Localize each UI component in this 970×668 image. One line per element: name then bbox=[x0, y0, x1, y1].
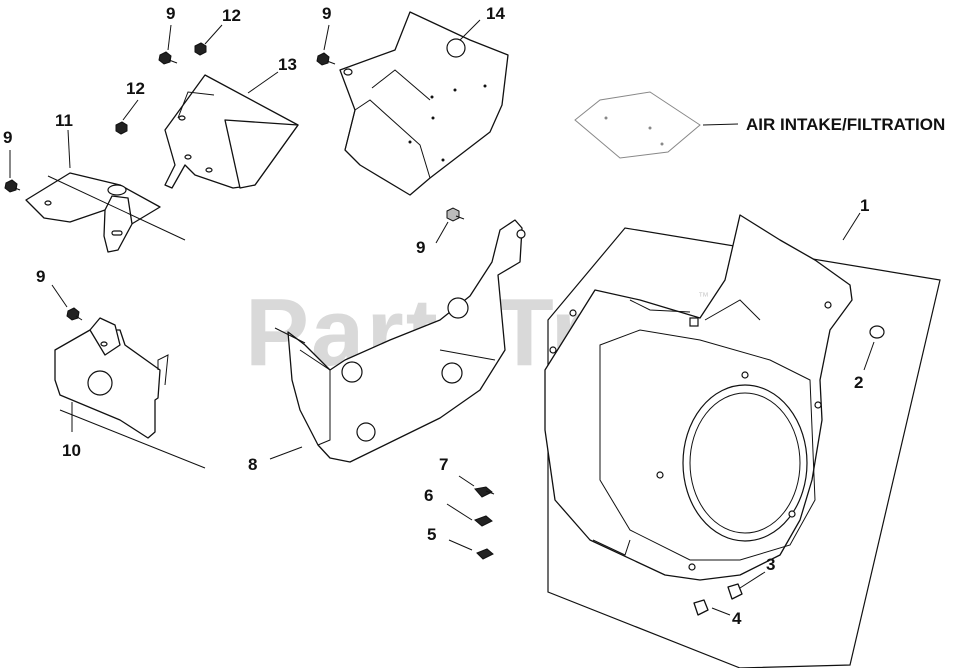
callout-7: 7 bbox=[439, 455, 448, 474]
part-9-screw-top-left[interactable] bbox=[4, 179, 21, 193]
part-1-blower-housing[interactable] bbox=[544, 214, 941, 668]
callout-9c: 9 bbox=[322, 4, 331, 23]
part-13-shield[interactable] bbox=[164, 74, 299, 189]
part-14-shield[interactable] bbox=[339, 11, 509, 196]
leader-lines bbox=[9, 19, 875, 616]
callout-12a: 12 bbox=[222, 6, 241, 25]
part-3-clip[interactable] bbox=[727, 583, 743, 600]
part-5-bolt[interactable] bbox=[476, 548, 494, 560]
callout-2: 2 bbox=[854, 373, 863, 392]
part-2-plug[interactable] bbox=[869, 325, 885, 339]
callout-1: 1 bbox=[860, 196, 869, 215]
callout-6: 6 bbox=[424, 486, 433, 505]
part-4-clip[interactable] bbox=[693, 599, 709, 616]
callout-3: 3 bbox=[766, 555, 775, 574]
part-11-bracket[interactable] bbox=[25, 172, 186, 253]
callout-9b: 9 bbox=[166, 4, 175, 23]
callout-8: 8 bbox=[248, 455, 257, 474]
part-10-bracket[interactable] bbox=[54, 317, 206, 469]
part-12-screw-left[interactable] bbox=[115, 121, 128, 135]
part-12-screw-top[interactable] bbox=[194, 42, 207, 56]
callout-5: 5 bbox=[427, 525, 436, 544]
callout-10: 10 bbox=[62, 441, 81, 460]
air-intake-label[interactable]: AIR INTAKE/FILTRATION bbox=[746, 115, 945, 134]
part-9-screw-near-8[interactable] bbox=[446, 207, 465, 222]
callout-12b: 12 bbox=[126, 79, 145, 98]
callout-9e: 9 bbox=[36, 267, 45, 286]
callout-13: 13 bbox=[278, 55, 297, 74]
part-8-lower-shroud[interactable] bbox=[274, 219, 526, 463]
callout-9d: 9 bbox=[416, 238, 425, 257]
part-6-bolt[interactable] bbox=[474, 515, 493, 527]
part-9-screw-near-14[interactable] bbox=[316, 52, 336, 66]
watermark-trademark: ™ bbox=[698, 291, 709, 303]
callout-11: 11 bbox=[55, 111, 73, 130]
air-intake-outline bbox=[574, 91, 701, 159]
callout-14: 14 bbox=[486, 4, 505, 23]
part-9-screw-near-10[interactable] bbox=[66, 307, 83, 321]
part-9-screw-near-13[interactable] bbox=[158, 51, 178, 65]
callout-9a: 9 bbox=[3, 128, 12, 147]
callout-4: 4 bbox=[732, 609, 742, 628]
part-7-bolt[interactable] bbox=[474, 486, 495, 498]
